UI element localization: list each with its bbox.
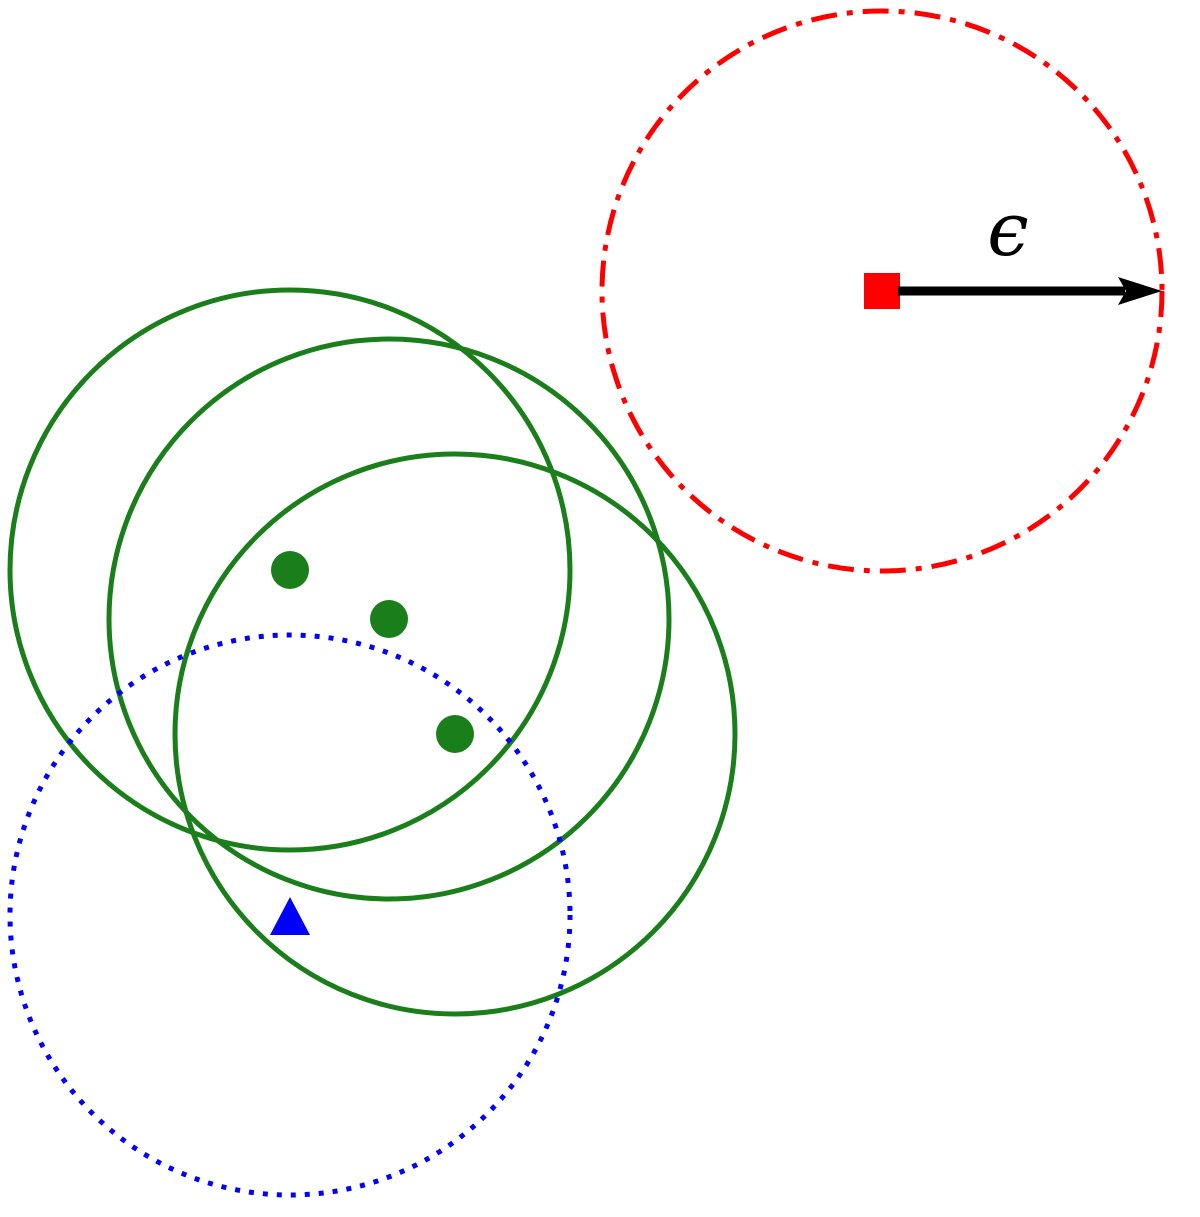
- noise-point-square: [864, 273, 900, 309]
- core-neighborhood-circle-2: [106, 336, 672, 902]
- core-point-3: [436, 715, 474, 753]
- arrow-head: [1118, 277, 1162, 305]
- core-points: [271, 551, 474, 753]
- epsilon-label: ϵ: [987, 187, 1028, 273]
- core-neighborhood-circle-3: [172, 451, 738, 1017]
- core-neighborhood-circle-1: [7, 287, 573, 853]
- core-neighborhoods: [7, 287, 738, 1017]
- core-point-1: [271, 551, 309, 589]
- core-point-2: [370, 600, 408, 638]
- border-point-triangle: [270, 897, 310, 935]
- border-neighborhood-circle: [7, 632, 573, 1198]
- epsilon-radius-arrow: [898, 277, 1162, 305]
